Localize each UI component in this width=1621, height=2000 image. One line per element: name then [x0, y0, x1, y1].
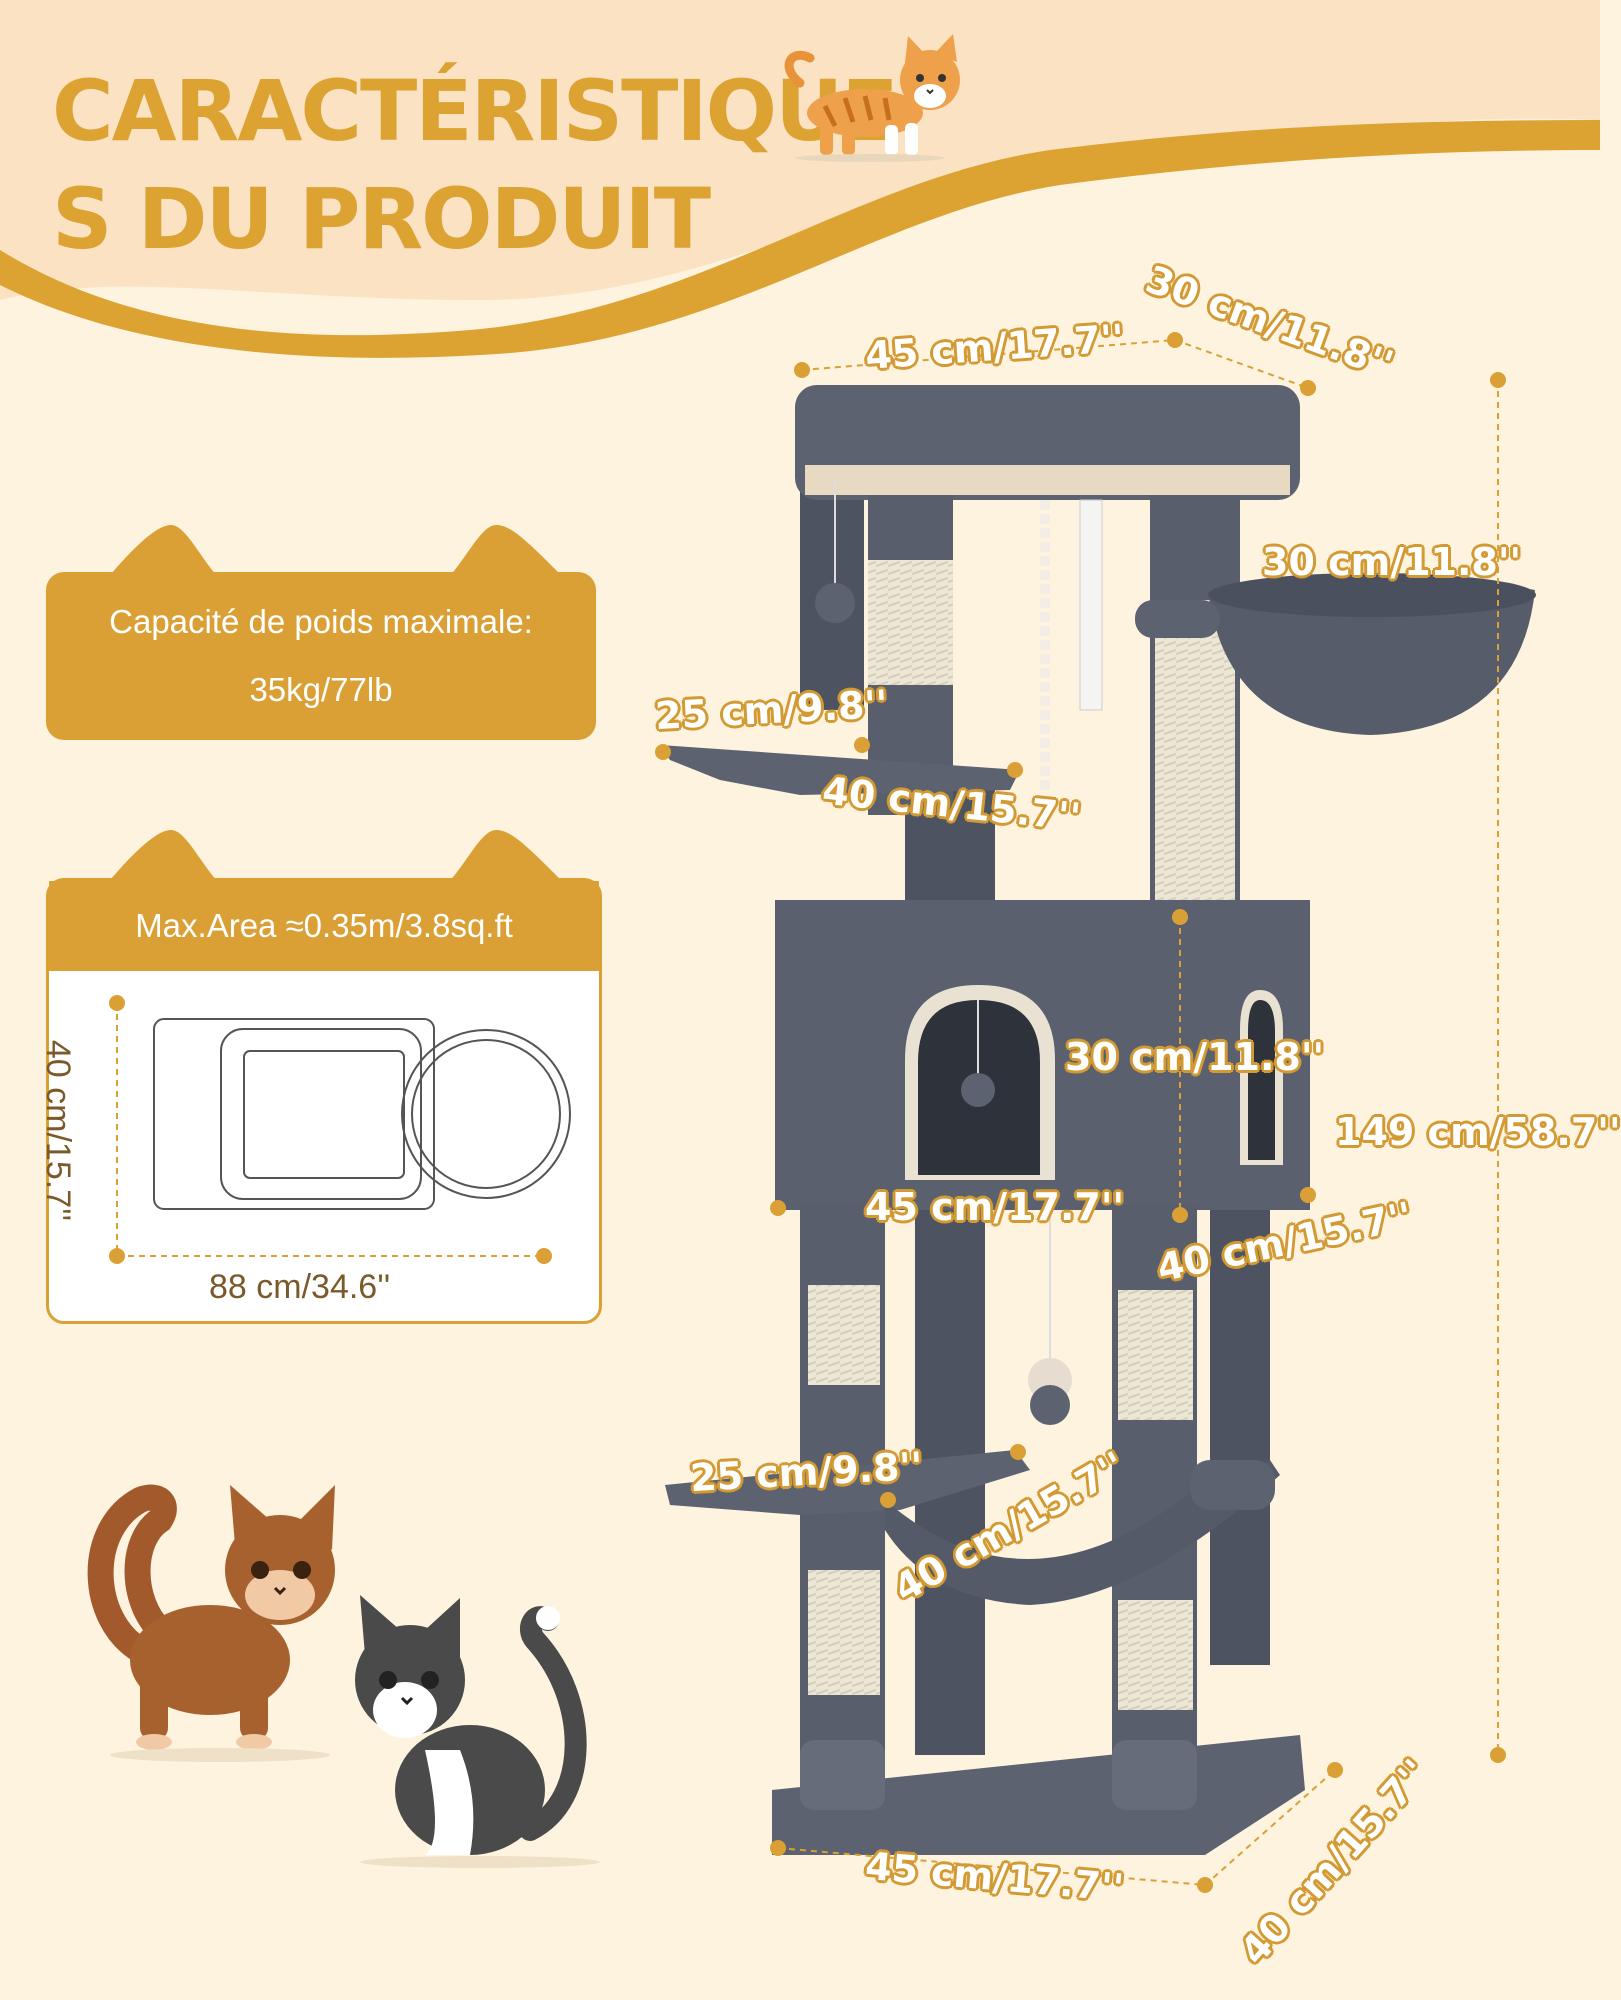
area-width-label: 88 cm/34.6'' — [209, 1268, 391, 1306]
condo-width-dim: 45 cm/17.7'' — [865, 1185, 1125, 1229]
page-title-line-1: CARACTÉRISTIQUE — [52, 62, 899, 160]
weight-card-ears — [106, 525, 566, 580]
brown-cat-icon — [87, 1484, 335, 1762]
total-height-dim: 149 cm/58.7'' — [1335, 1110, 1621, 1154]
weight-capacity-value: 35kg/77lb — [249, 671, 393, 708]
condo-height-dim: 30 cm/11.8'' — [1065, 1035, 1325, 1079]
weight-capacity-card: Capacité de poids maximale: 35kg/77lb — [46, 572, 596, 740]
area-card-ears — [106, 830, 566, 885]
tuxedo-cat-icon — [355, 1595, 600, 1868]
area-depth-label: 40 cm/15.7'' — [39, 1039, 78, 1222]
max-area-label: Max.Area ≈0.35m/3.8sq.ft — [135, 907, 513, 944]
basket-width-dim: 30 cm/11.8'' — [1262, 540, 1522, 584]
footprint-diagram — [109, 995, 571, 1264]
max-area-card: Max.Area ≈0.35m/3.8sq.ft 40 cm/15.7'' 88… — [39, 878, 602, 1324]
weight-capacity-label: Capacité de poids maximale: — [109, 603, 533, 640]
orange-cat-icon — [784, 34, 960, 162]
cat-tree-image — [655, 332, 1536, 1893]
max-area-header: Max.Area ≈0.35m/3.8sq.ft — [49, 881, 599, 971]
page-title-line-2: S DU PRODUIT — [52, 170, 711, 268]
